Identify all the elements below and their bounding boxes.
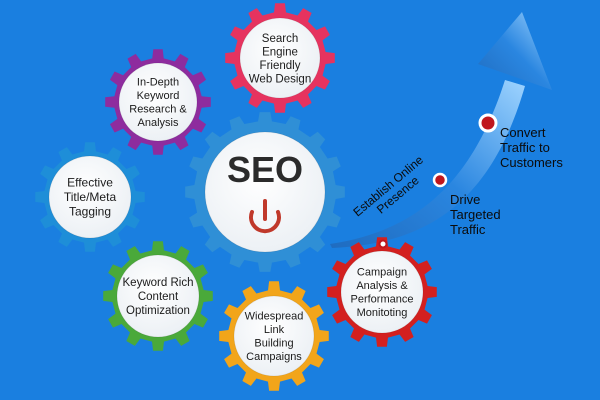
gear-in-depth-keyword-research [105,49,211,155]
milestone-marker-drive [432,172,448,188]
center-gear-hub [204,131,326,253]
gear-keyword-rich-content-optimization-hub [116,254,200,338]
gear-in-depth-keyword-research-hub [118,62,198,142]
growth-arrow [330,12,552,248]
growth-arrow-body [330,80,525,248]
gear-effective-title-meta-tagging-hub [48,155,132,239]
power-icon [249,199,281,234]
gear-campaign-analysis-performance-hub [340,250,424,334]
gear-keyword-rich-content-optimization [103,241,213,351]
growth-arrow-head [478,12,552,90]
gear-campaign-analysis-performance [327,237,437,347]
gear-search-engine-friendly-web-design-hub [239,17,321,99]
milestone-marker-establish [378,239,388,249]
milestone-convert-label: Convert Traffic to Customers [500,125,563,170]
milestone-marker-convert [478,113,498,133]
gear-widespread-link-building [219,281,329,391]
center-gear [185,112,345,272]
milestone-markers [378,113,498,249]
gear-widespread-link-building-hub [233,295,315,377]
center-title: SEO [227,149,303,190]
gear-effective-title-meta-tagging [35,142,145,252]
milestone-drive-label: Drive Targeted Traffic [450,192,504,237]
gear-search-engine-friendly-web-design [225,3,335,113]
